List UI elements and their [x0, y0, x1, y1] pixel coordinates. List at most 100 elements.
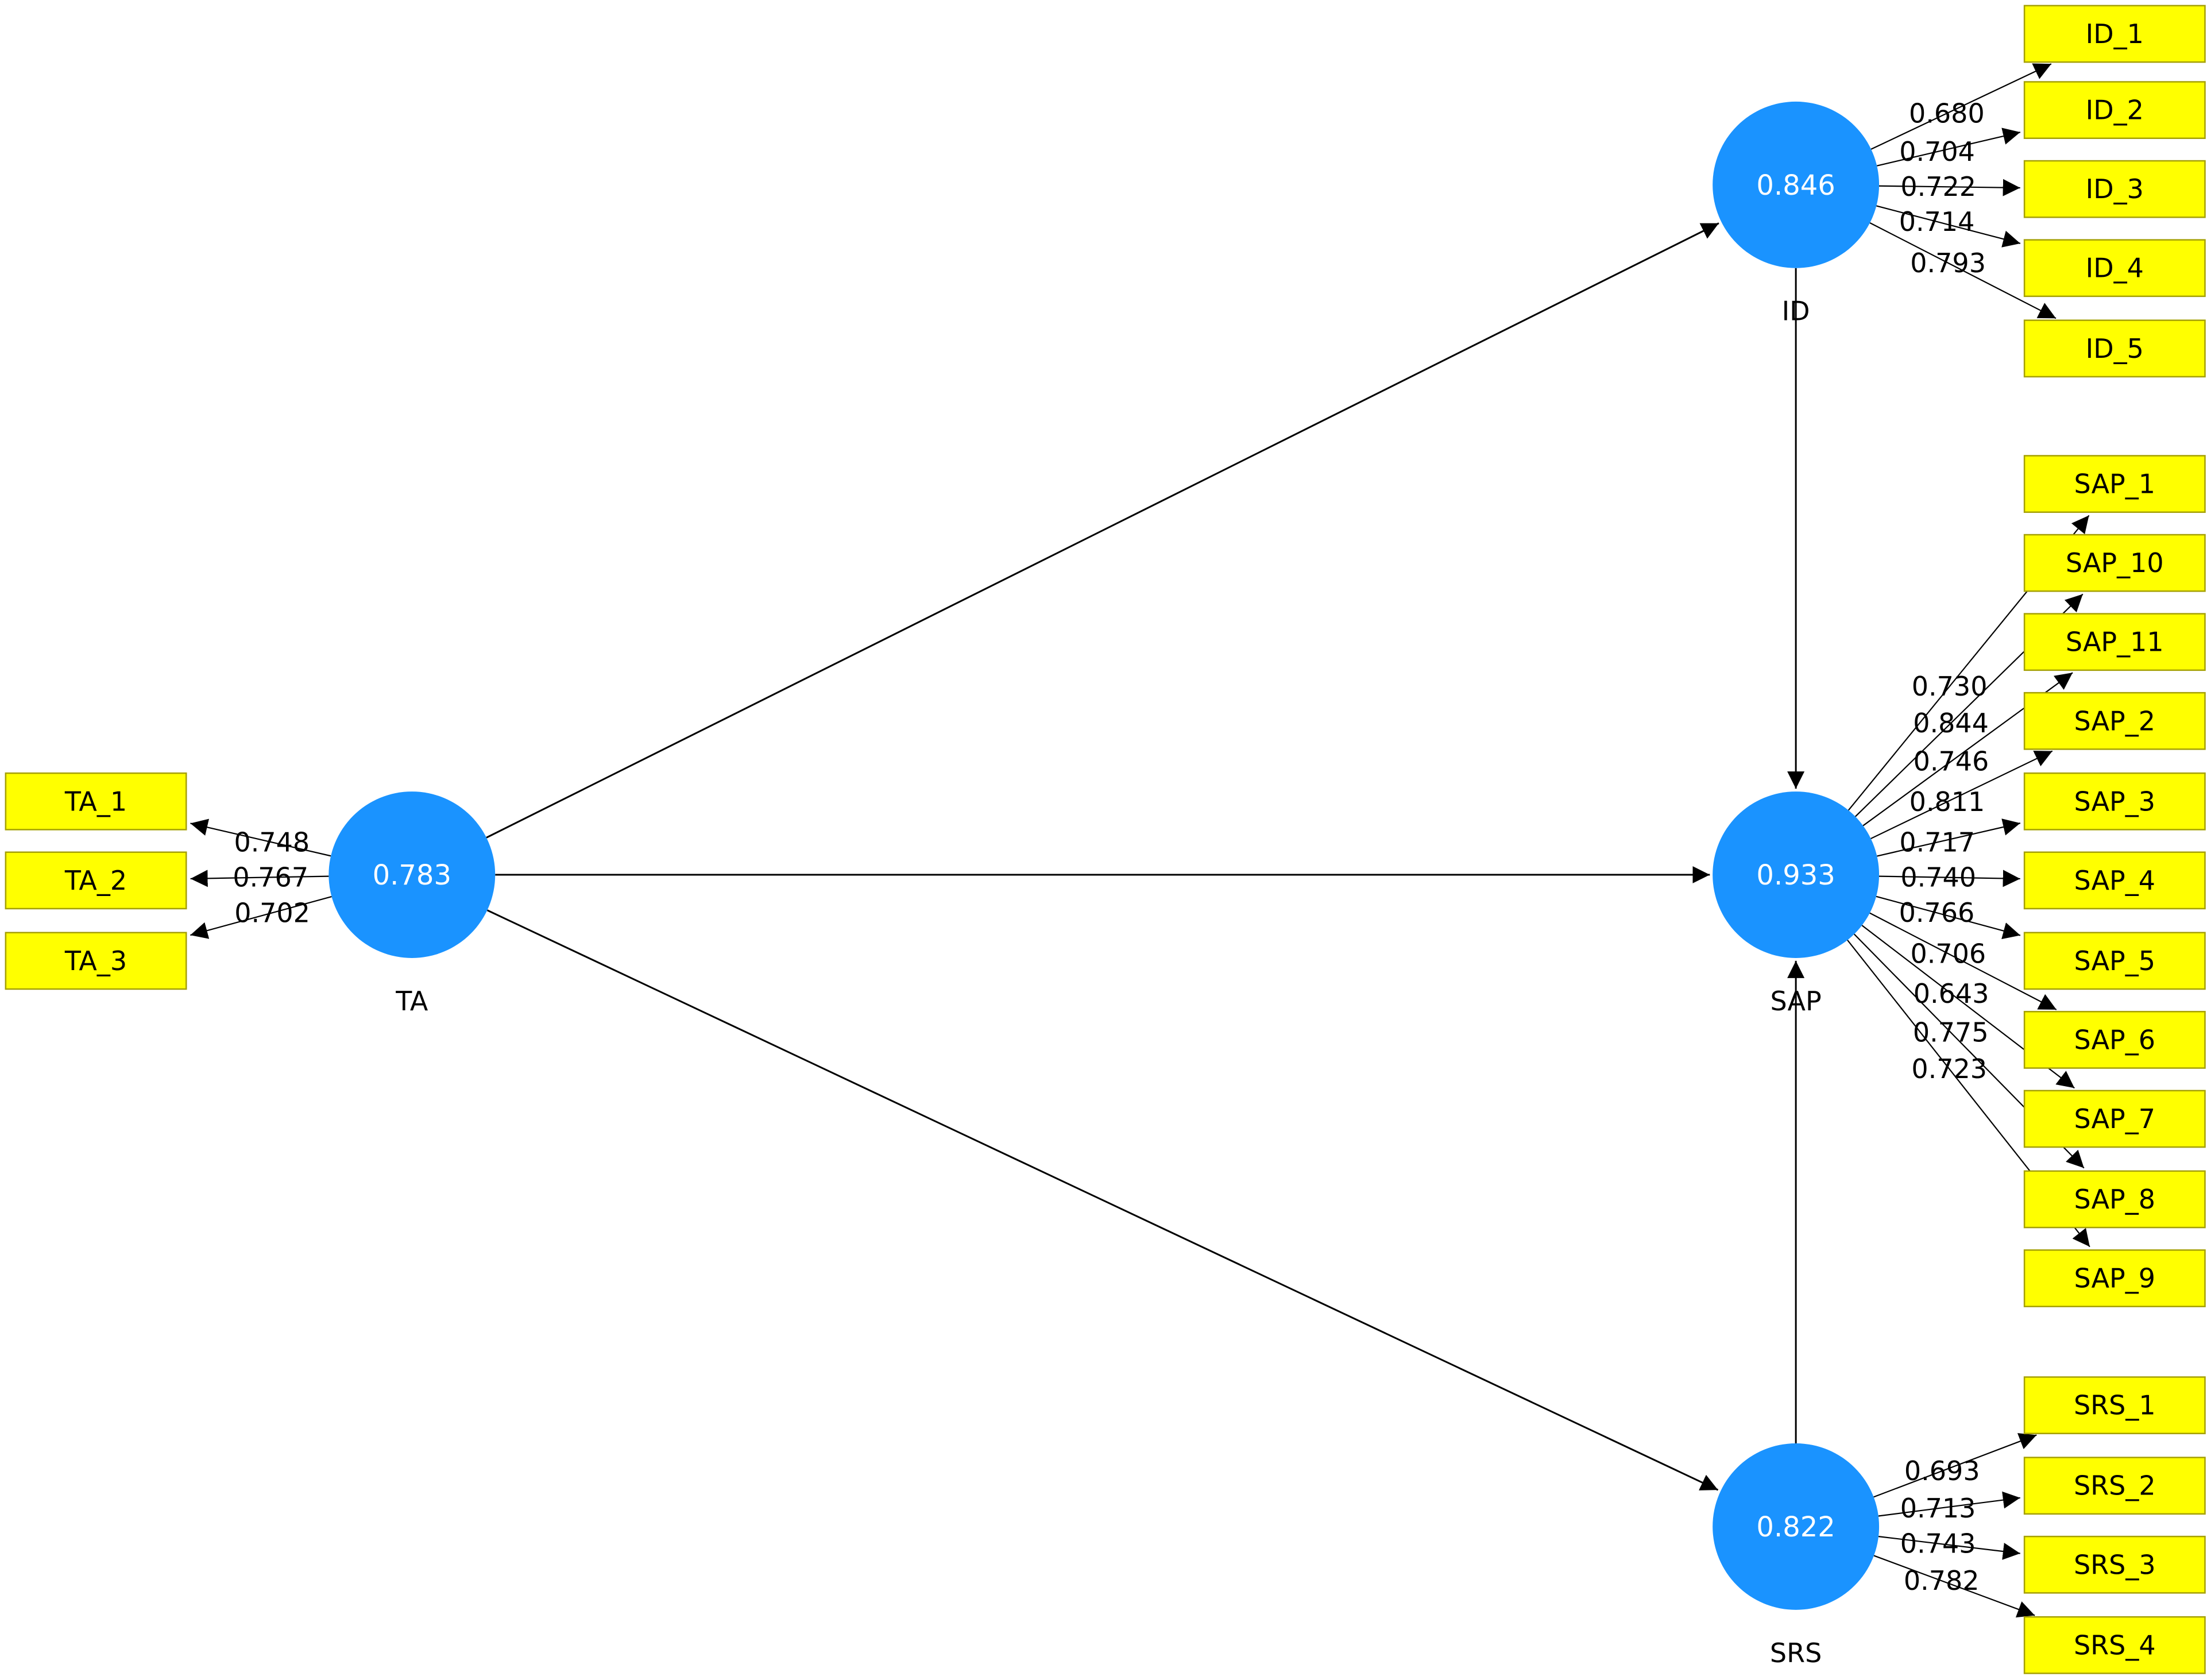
- loading-line-id_1: [1870, 63, 2052, 150]
- indicator-label-srs_1: SRS_1: [2074, 1390, 2156, 1421]
- indicator-label-sap_8: SAP_8: [2074, 1184, 2156, 1215]
- loading-line-ta_2: [190, 870, 329, 887]
- latent-circle-srs[interactable]: [1713, 1443, 1880, 1610]
- indicator-label-ta_1: TA_1: [64, 786, 127, 817]
- indicator-box-sap_4[interactable]: [2023, 851, 2206, 910]
- loading-line-srs_4: [1873, 1555, 2035, 1618]
- loading-value-srs_4: 0.782: [1904, 1565, 1980, 1596]
- indicator-box-id_4[interactable]: [2023, 239, 2206, 298]
- loading-value-ta_3: 0.702: [234, 897, 310, 928]
- loading-line-srs_1: [1873, 1433, 2037, 1498]
- indicator-box-sap_1[interactable]: [2023, 455, 2206, 513]
- latent-circle-id[interactable]: [1713, 101, 1880, 268]
- loading-value-sap_7: 0.643: [1914, 978, 1989, 1009]
- indicator-box-ta_1[interactable]: [5, 772, 187, 831]
- loading-line-srs_3: [1878, 1536, 2020, 1560]
- indicator-label-sap_10: SAP_10: [2066, 547, 2164, 578]
- indicator-box-sap_7[interactable]: [2023, 1090, 2206, 1148]
- loading-line-sap_5: [1876, 895, 2021, 940]
- indicator-label-ta_3: TA_3: [64, 945, 127, 976]
- loading-value-ta_2: 0.767: [233, 862, 308, 893]
- indicator-box-srs_1[interactable]: [2023, 1376, 2206, 1435]
- loading-value-ta_1: 0.748: [234, 827, 310, 858]
- indicator-label-sap_1: SAP_1: [2074, 469, 2156, 500]
- indicator-label-sap_4: SAP_4: [2074, 865, 2156, 896]
- latent-r2-ta: 0.783: [373, 859, 451, 891]
- loading-line-sap_2: [1870, 750, 2053, 840]
- latent-name-sap: SAP: [1770, 986, 1821, 1017]
- loading-line-id_2: [1876, 128, 2021, 167]
- latent-name-id: ID: [1782, 296, 1810, 327]
- latent-r2-sap: 0.933: [1756, 859, 1835, 891]
- path-ta-to-id: [486, 222, 1719, 839]
- indicator-label-sap_9: SAP_9: [2074, 1263, 2156, 1294]
- indicator-box-sap_11[interactable]: [2023, 613, 2206, 671]
- latent-r2-id: 0.846: [1756, 169, 1835, 202]
- loading-value-sap_5: 0.766: [1899, 897, 1975, 928]
- indicator-label-id_3: ID_3: [2086, 173, 2144, 204]
- indicator-box-sap_8[interactable]: [2023, 1170, 2206, 1229]
- loading-line-srs_2: [1878, 1491, 2020, 1517]
- loading-value-sap_11: 0.746: [1914, 746, 1989, 777]
- indicator-box-srs_2[interactable]: [2023, 1457, 2206, 1515]
- indicator-box-id_5[interactable]: [2023, 319, 2206, 378]
- indicator-box-ta_2[interactable]: [5, 851, 187, 910]
- latent-circle-sap[interactable]: [1713, 791, 1880, 958]
- indicator-box-srs_3[interactable]: [2023, 1535, 2206, 1594]
- indicator-label-sap_5: SAP_5: [2074, 945, 2156, 976]
- indicator-box-sap_6[interactable]: [2023, 1011, 2206, 1069]
- indicator-label-sap_6: SAP_6: [2074, 1024, 2156, 1055]
- indicator-label-sap_11: SAP_11: [2066, 627, 2164, 658]
- indicator-label-ta_2: TA_2: [64, 865, 127, 896]
- indicator-box-id_1[interactable]: [2023, 5, 2206, 63]
- indicator-label-srs_2: SRS_2: [2074, 1470, 2156, 1501]
- loading-line-ta_1: [190, 818, 331, 857]
- indicator-box-id_3[interactable]: [2023, 160, 2206, 218]
- loading-value-sap_1: 0.730: [1912, 671, 1988, 702]
- loading-value-sap_6: 0.706: [1910, 938, 1986, 969]
- indicator-label-id_2: ID_2: [2086, 95, 2144, 126]
- loading-line-id_5: [1869, 222, 2057, 319]
- loading-value-id_1: 0.680: [1909, 98, 1985, 129]
- indicator-label-sap_3: SAP_3: [2074, 786, 2156, 817]
- loading-value-id_4: 0.714: [1899, 206, 1975, 237]
- latent-circle-ta[interactable]: [328, 791, 496, 958]
- indicator-box-ta_3[interactable]: [5, 932, 187, 990]
- loading-line-ta_3: [190, 896, 332, 939]
- structural-paths: [486, 222, 1805, 1491]
- loading-value-id_5: 0.793: [1910, 248, 1986, 279]
- indicators: TA_1TA_2TA_3ID_1ID_2ID_3ID_4ID_5SAP_1SAP…: [5, 5, 2206, 1674]
- indicator-box-id_2[interactable]: [2023, 81, 2206, 139]
- loading-value-sap_9: 0.723: [1911, 1053, 1987, 1084]
- loading-line-sap_6: [1869, 912, 2057, 1010]
- path-ta-to-srs: [486, 909, 1719, 1491]
- indicator-box-sap_2[interactable]: [2023, 692, 2206, 750]
- latent-r2-srs: 0.822: [1756, 1511, 1835, 1543]
- loading-line-sap_3: [1877, 818, 2021, 857]
- loading-value-sap_8: 0.775: [1913, 1017, 1989, 1048]
- loading-value-sap_10: 0.844: [1913, 708, 1989, 739]
- loading-line-sap_4: [1879, 870, 2020, 887]
- loading-line-id_4: [1876, 205, 2021, 248]
- indicator-box-sap_5[interactable]: [2023, 932, 2206, 990]
- indicator-label-sap_7: SAP_7: [2074, 1103, 2156, 1134]
- outer-loadings: 0.7480.7670.7020.6800.7040.7220.7140.793…: [190, 63, 2090, 1618]
- latent-name-ta: TA: [395, 986, 428, 1017]
- loading-value-id_3: 0.722: [1900, 171, 1976, 202]
- loading-value-srs_3: 0.743: [1900, 1528, 1976, 1559]
- latent-name-srs: SRS: [1770, 1637, 1822, 1669]
- loading-value-srs_2: 0.713: [1900, 1493, 1976, 1524]
- indicator-box-sap_9[interactable]: [2023, 1249, 2206, 1307]
- indicator-box-sap_3[interactable]: [2023, 772, 2206, 831]
- loading-value-sap_3: 0.717: [1899, 827, 1975, 858]
- loading-value-sap_4: 0.740: [1900, 862, 1976, 893]
- indicator-box-sap_10[interactable]: [2023, 534, 2206, 592]
- indicator-label-sap_2: SAP_2: [2074, 705, 2156, 736]
- indicator-label-id_4: ID_4: [2086, 253, 2144, 284]
- loading-line-id_3: [1879, 179, 2020, 196]
- indicator-label-srs_4: SRS_4: [2074, 1629, 2156, 1660]
- indicator-label-id_1: ID_1: [2086, 18, 2144, 49]
- indicator-box-srs_4[interactable]: [2023, 1616, 2206, 1674]
